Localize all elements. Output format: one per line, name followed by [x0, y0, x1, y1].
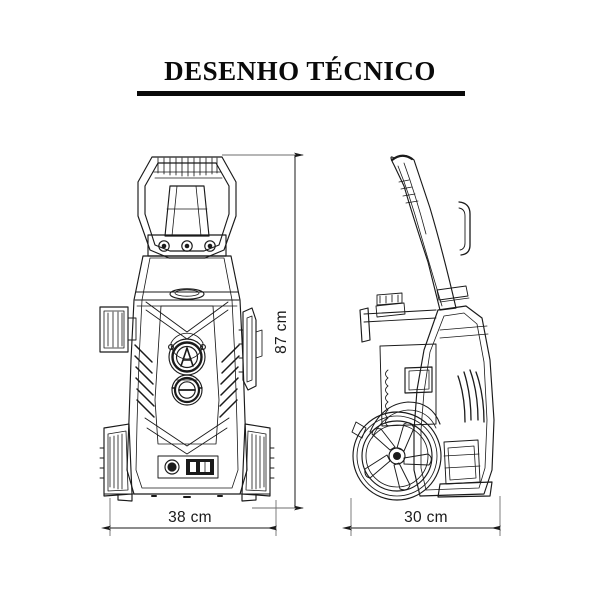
- vent-slots-left: [134, 344, 155, 418]
- handle-profile: [390, 154, 457, 311]
- nozzle-holder-left: [99, 306, 137, 353]
- side-view-drawing: [351, 154, 495, 501]
- mount-plate: [147, 234, 227, 257]
- vent-fins-side: [457, 369, 485, 423]
- rear-foot: [437, 439, 493, 498]
- motor-housing: [379, 343, 437, 427]
- hose-hook: [458, 201, 471, 256]
- base-feet: [103, 493, 271, 502]
- dimension-layer: [101, 152, 501, 536]
- handle-inner-strut: [164, 185, 210, 237]
- dimension-label-height: 87 cm: [273, 310, 290, 354]
- top-cap: [169, 288, 205, 300]
- control-panel: [157, 455, 219, 479]
- wheel-left: [99, 423, 133, 497]
- dimension-labels: 87 cm 38 cm 30 cm: [168, 310, 448, 526]
- vent-slots-right: [219, 344, 240, 418]
- lower-chevron: [144, 417, 230, 455]
- frame-rail: [436, 285, 470, 303]
- front-view-drawing: [99, 156, 275, 502]
- dimension-label-width: 38 cm: [168, 509, 212, 526]
- lance-holder-right: [238, 307, 263, 391]
- handle: [137, 156, 237, 259]
- inlet-fitting: [171, 374, 203, 406]
- center-panel: [154, 305, 220, 445]
- wheel-fender: [351, 401, 441, 439]
- title-block: DESENHO TÉCNICO: [0, 55, 600, 87]
- dimension-label-depth: 30 cm: [404, 509, 448, 526]
- wheel-side: [352, 411, 442, 501]
- wheel-right: [241, 423, 275, 497]
- chassis-arm: [359, 292, 437, 343]
- outlet-fitting: [168, 332, 206, 376]
- page-title: DESENHO TÉCNICO: [164, 56, 436, 86]
- title-underline-rule: [137, 91, 465, 96]
